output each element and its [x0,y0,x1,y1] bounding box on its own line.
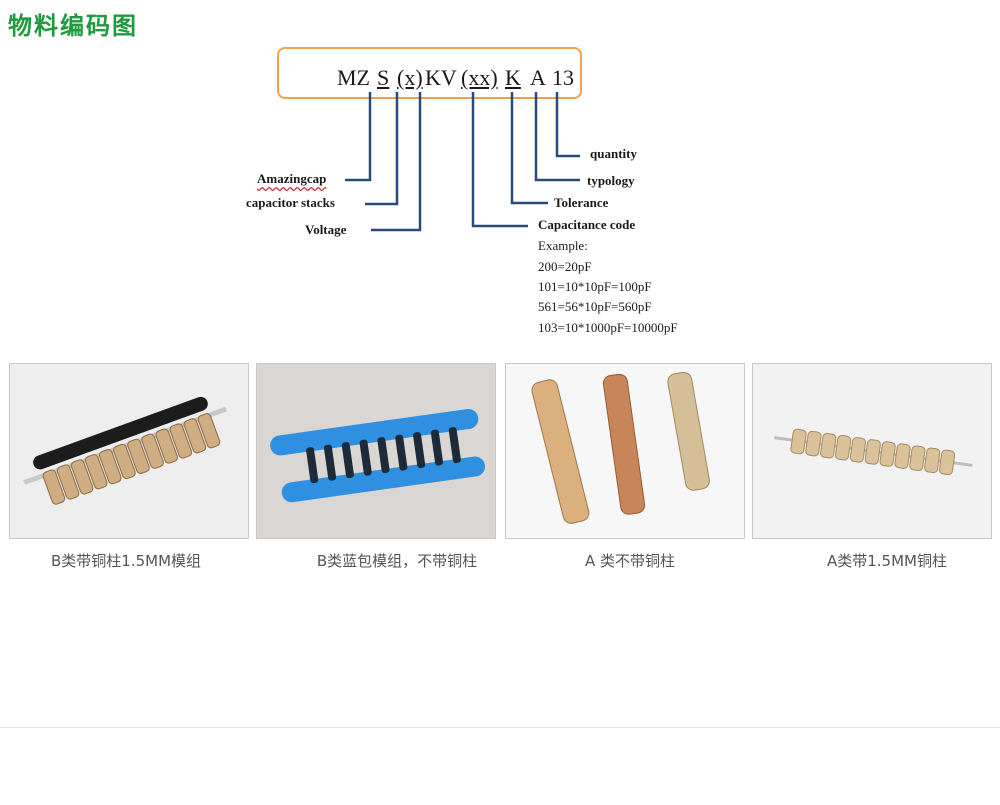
leader-amazingcap [345,92,372,182]
product-caption: B类带铜柱1.5MM模组 [50,552,202,570]
capacitor-module-copper-photo [9,363,249,539]
leader-voltage [371,92,422,232]
leader-tolerance [510,92,548,205]
page-title: 物料编码图 [8,12,138,40]
product-caption: B类蓝包模组，不带铜柱 [316,552,478,570]
leader-typology [534,92,580,182]
example-line: 103=10*1000pF=10000pF [538,320,678,335]
label-capacitance-code: Capacitance code [538,217,636,232]
code-seg-k: K [505,65,521,90]
code-seg-a: A [530,65,546,90]
capacitor-module-blue-photo [256,363,496,539]
example-line: 200=20pF [538,259,592,274]
leader-capacitance [471,92,528,228]
capacitor-stack-no-copper-photo [505,363,745,539]
code-box [277,47,582,99]
leader-quantity [555,92,580,158]
code-seg-xx: (xx) [461,65,498,90]
product-caption: A 类不带铜柱 [584,552,676,570]
code-seg-kv: KV [425,65,457,90]
code-seg-13: 13 [552,65,574,90]
label-typology: typology [587,173,635,188]
label-capacitor-stacks: capacitor stacks [246,195,335,210]
label-voltage: Voltage [305,222,347,237]
footer-divider [0,727,1000,728]
label-quantity: quantity [590,146,637,161]
leader-lines [345,92,580,232]
code-seg-s: S [377,65,390,90]
example-line: 101=10*10pF=100pF [538,279,652,294]
example-heading: Example: [538,238,588,253]
product-caption: A类带1.5MM铜柱 [826,552,947,570]
label-tolerance: Tolerance [554,195,609,210]
leader-stacks [365,92,399,206]
example-line: 561=56*10pF=560pF [538,299,652,314]
capacitor-stack-copper-photo [752,363,992,539]
code-seg-mz: MZ [337,65,370,90]
label-amazingcap: Amazingcap [257,171,327,186]
code-seg-x: (x) [397,65,423,90]
